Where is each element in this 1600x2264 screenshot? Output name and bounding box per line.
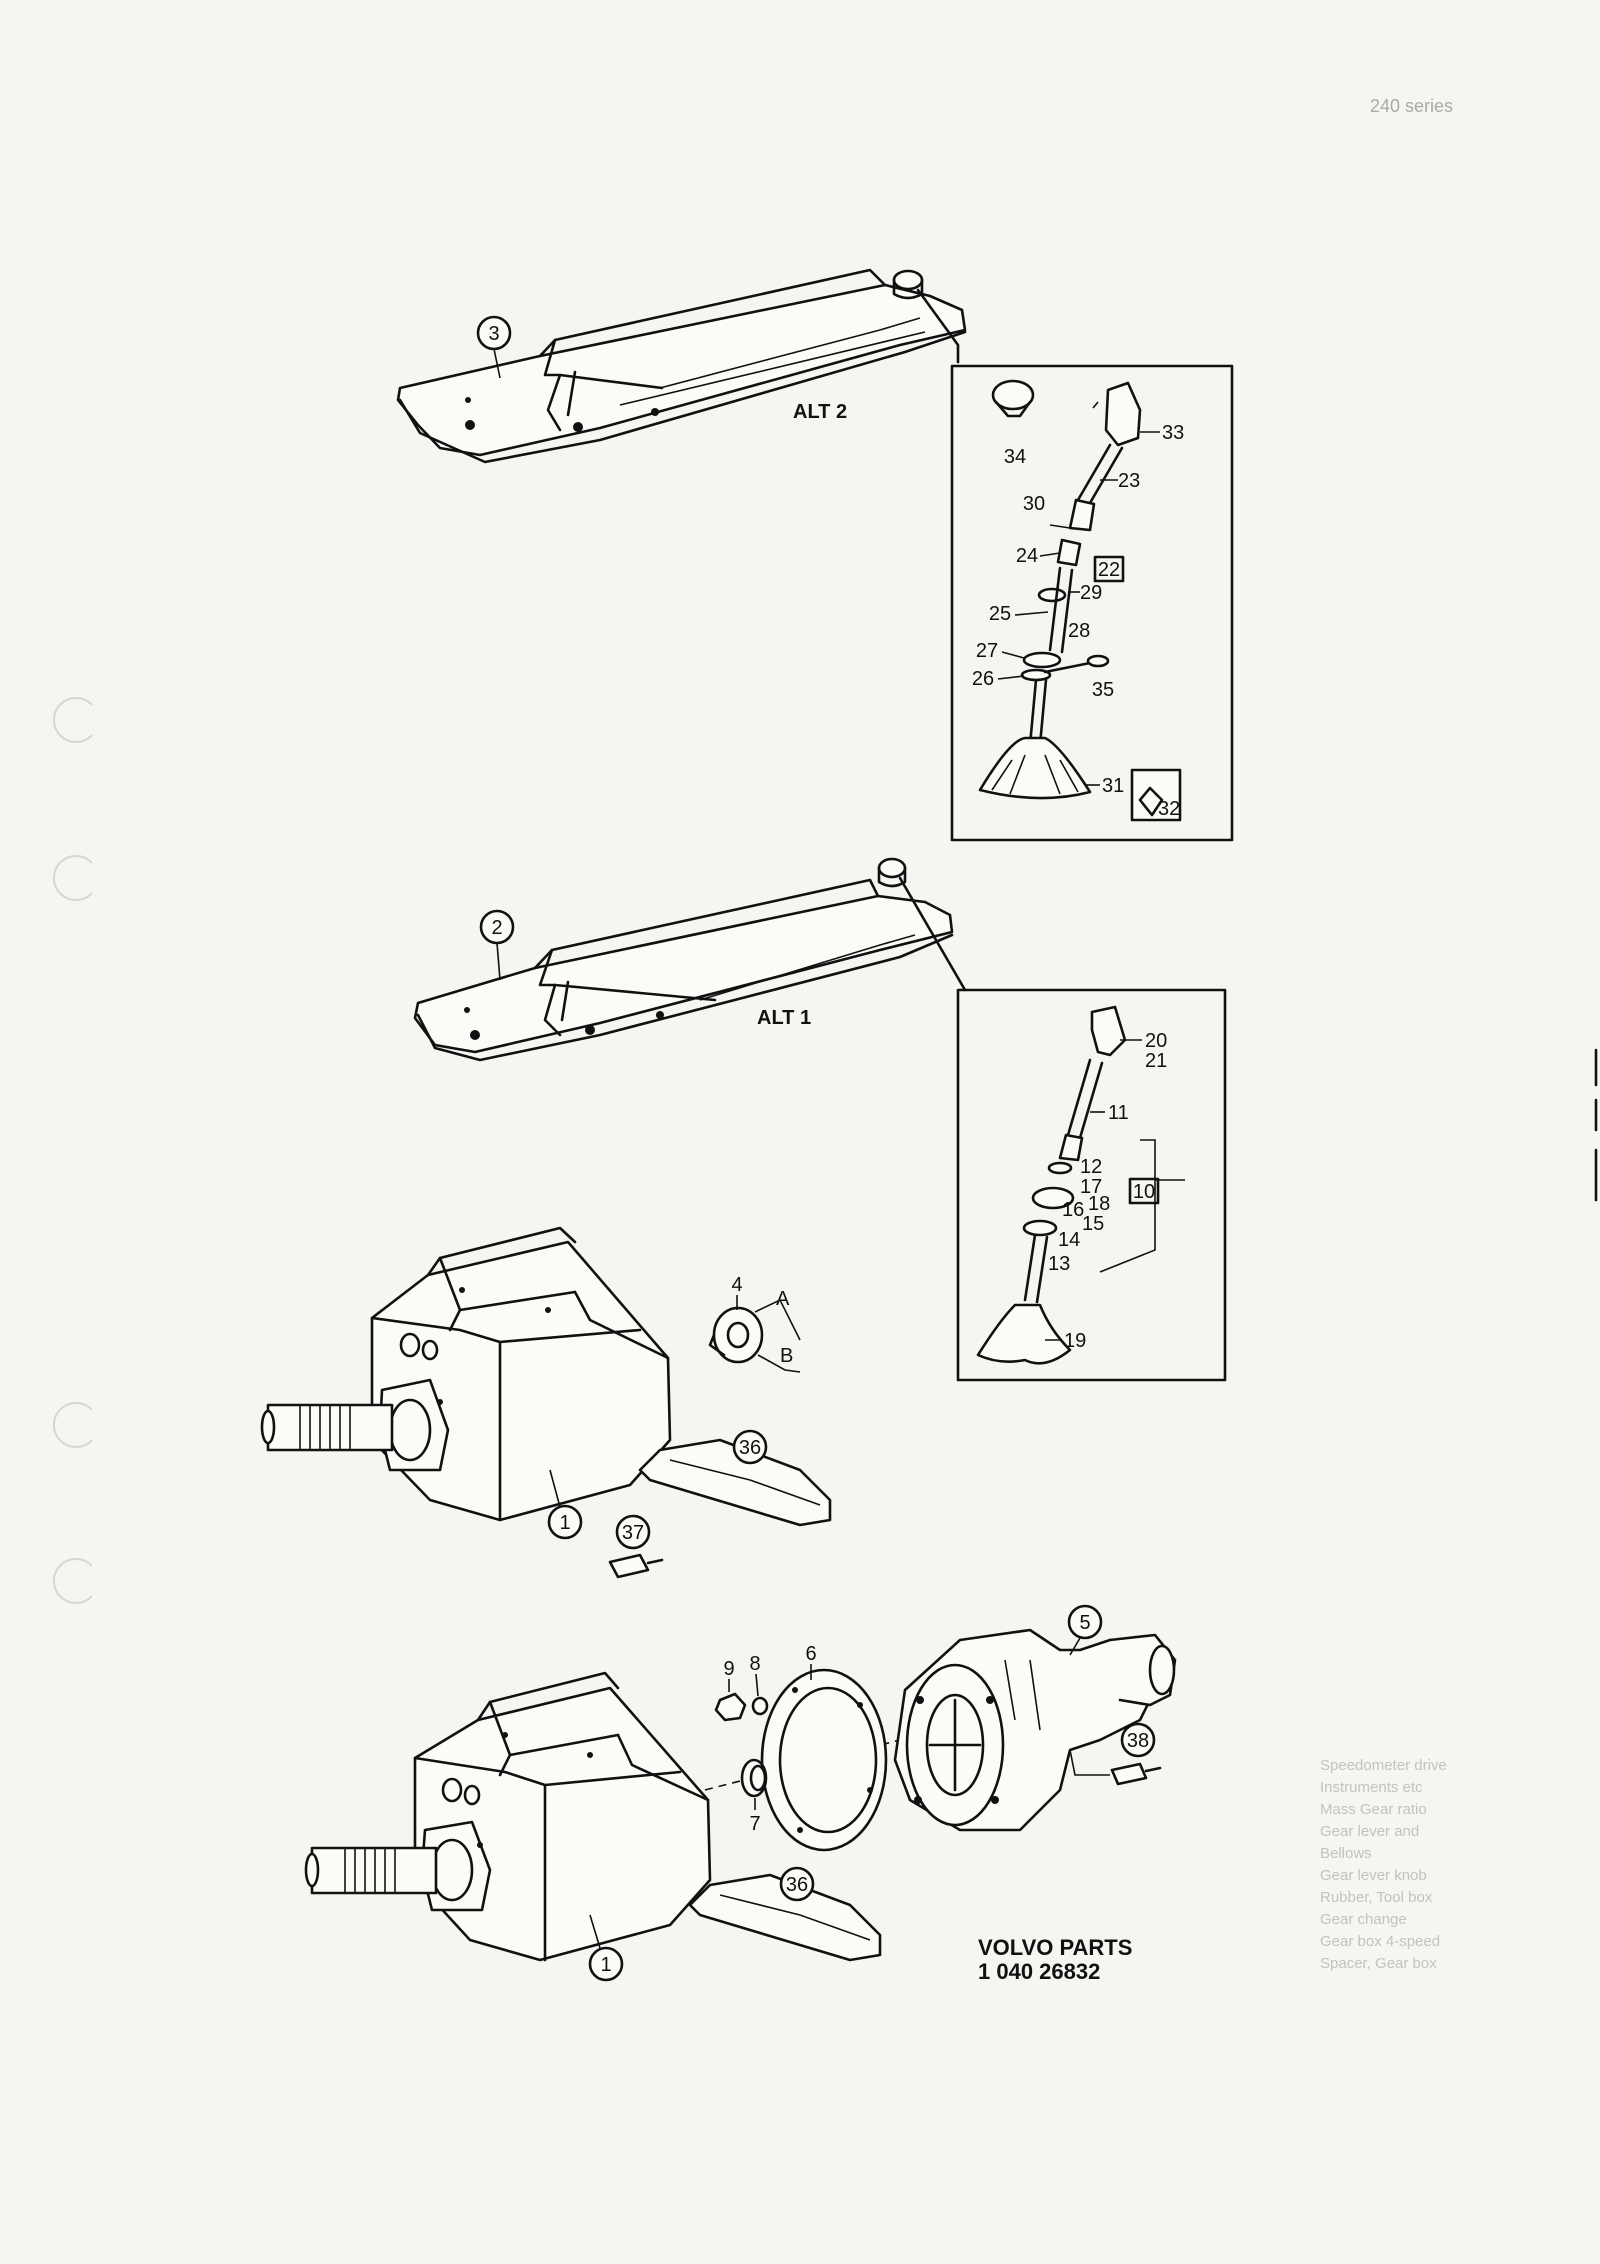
nut-washer-8-9 [714,1692,769,1722]
part-13: 13 [1048,1253,1070,1275]
part-28: 28 [1068,620,1090,642]
part-18: 18 [1088,1193,1110,1215]
part-number-label: 1 040 26832 [978,1959,1100,1984]
part-15: 15 [1082,1213,1104,1235]
margin-note-6: Gear lever knob [1320,1867,1427,1884]
alt1-cover [413,857,967,1062]
rubber-bellows-36-upper [638,1438,832,1527]
alt1-label: ALT 1 [757,1007,811,1029]
part-20: 20 [1145,1030,1167,1052]
callout-circle-5 [1067,1604,1103,1640]
speedometer-drive-4 [708,1298,801,1373]
note-b: B [780,1345,793,1367]
part-27: 27 [976,640,998,662]
note-a: A [776,1288,790,1310]
callout-4: 4 [731,1274,742,1296]
plug-38 [1069,1749,1162,1786]
leader-3 [493,348,501,379]
callout-circle-37 [615,1514,651,1550]
callout-36b: 36 [786,1874,808,1896]
callout-36a: 36 [739,1437,761,1459]
part-22-box [1093,555,1125,583]
part-22: 22 [1098,559,1120,581]
part-29: 29 [1080,582,1102,604]
leader-8 [755,1673,759,1697]
margin-note-8: Gear change [1320,1911,1407,1928]
part-12: 12 [1080,1156,1102,1178]
leader-27 [1001,651,1025,659]
callout-37: 37 [622,1522,644,1544]
margin-note-1: Speedometer drive [1320,1757,1447,1774]
header-text: 240 series [1370,96,1453,116]
part-21: 21 [1145,1050,1167,1072]
part-33: 33 [1162,422,1184,444]
part-30: 30 [1023,493,1045,515]
callout-6: 6 [805,1643,816,1665]
binder-hole-2 [52,855,93,901]
leader-1b [589,1914,601,1949]
part-34: 34 [1004,446,1026,468]
rubber-bellows-36-lower [688,1873,882,1962]
leader-30 [1049,524,1071,529]
part-25: 25 [989,603,1011,625]
callout-7: 7 [749,1813,760,1835]
margin-note-5: Bellows [1320,1845,1372,1862]
part-16: 16 [1062,1199,1084,1221]
leader-25 [1014,611,1049,616]
part-31: 31 [1102,775,1124,797]
callout-9: 9 [723,1658,734,1680]
binder-hole-1 [52,697,93,743]
part-14: 14 [1058,1229,1080,1251]
margin-notes: Speedometer drive Instruments etc Mass G… [1320,1757,1447,1972]
callout-3: 3 [488,323,499,345]
leader-2 [496,942,501,981]
part-32: 32 [1158,798,1180,820]
alt2-cover [396,268,967,464]
alt2-label: ALT 2 [793,401,847,423]
margin-note-7: Rubber, Tool box [1320,1889,1433,1906]
gasket-6 [760,1668,888,1852]
part-24: 24 [1016,545,1038,567]
callout-1b: 1 [600,1954,611,1976]
callout-circle-38 [1120,1722,1156,1758]
margin-note-10: Spacer, Gear box [1320,1955,1437,1972]
callout-circle-1b [588,1946,624,1982]
plug-37 [608,1553,664,1579]
callout-38: 38 [1127,1730,1149,1752]
volvo-parts-label: VOLVO PARTS [978,1935,1132,1960]
leader-5 [1069,1637,1081,1656]
part-17: 17 [1080,1176,1102,1198]
leader-24 [1039,552,1061,557]
callout-1a: 1 [559,1512,570,1534]
overdrive-unit-5 [893,1628,1177,1832]
gearbox-upper [260,1226,672,1522]
part-35: 35 [1092,679,1114,701]
binder-hole-4 [52,1558,93,1604]
callout-circle-1a [547,1504,583,1540]
leader-26 [997,675,1025,680]
callout-5: 5 [1079,1612,1090,1634]
part-23: 23 [1118,470,1140,492]
alt2-gear-lever-inset [950,364,1234,842]
part-26: 26 [972,668,994,690]
part-10-box [1128,1177,1160,1205]
margin-note-4: Gear lever and [1320,1823,1419,1840]
part-19: 19 [1064,1330,1086,1352]
leader-1a [549,1469,561,1508]
callout-2: 2 [491,917,502,939]
part-10: 10 [1133,1181,1155,1203]
callout-8: 8 [749,1653,760,1675]
margin-note-3: Mass Gear ratio [1320,1801,1427,1818]
alt1-gear-lever-inset [956,988,1227,1382]
callout-circle-36b [779,1866,815,1902]
margin-note-9: Gear box 4-speed [1320,1933,1440,1950]
binder-hole-3 [52,1402,93,1448]
part-11: 11 [1108,1102,1129,1124]
callout-circle-36a [732,1429,768,1465]
margin-note-2: Instruments etc [1320,1779,1423,1796]
binder-holes [52,697,93,1604]
